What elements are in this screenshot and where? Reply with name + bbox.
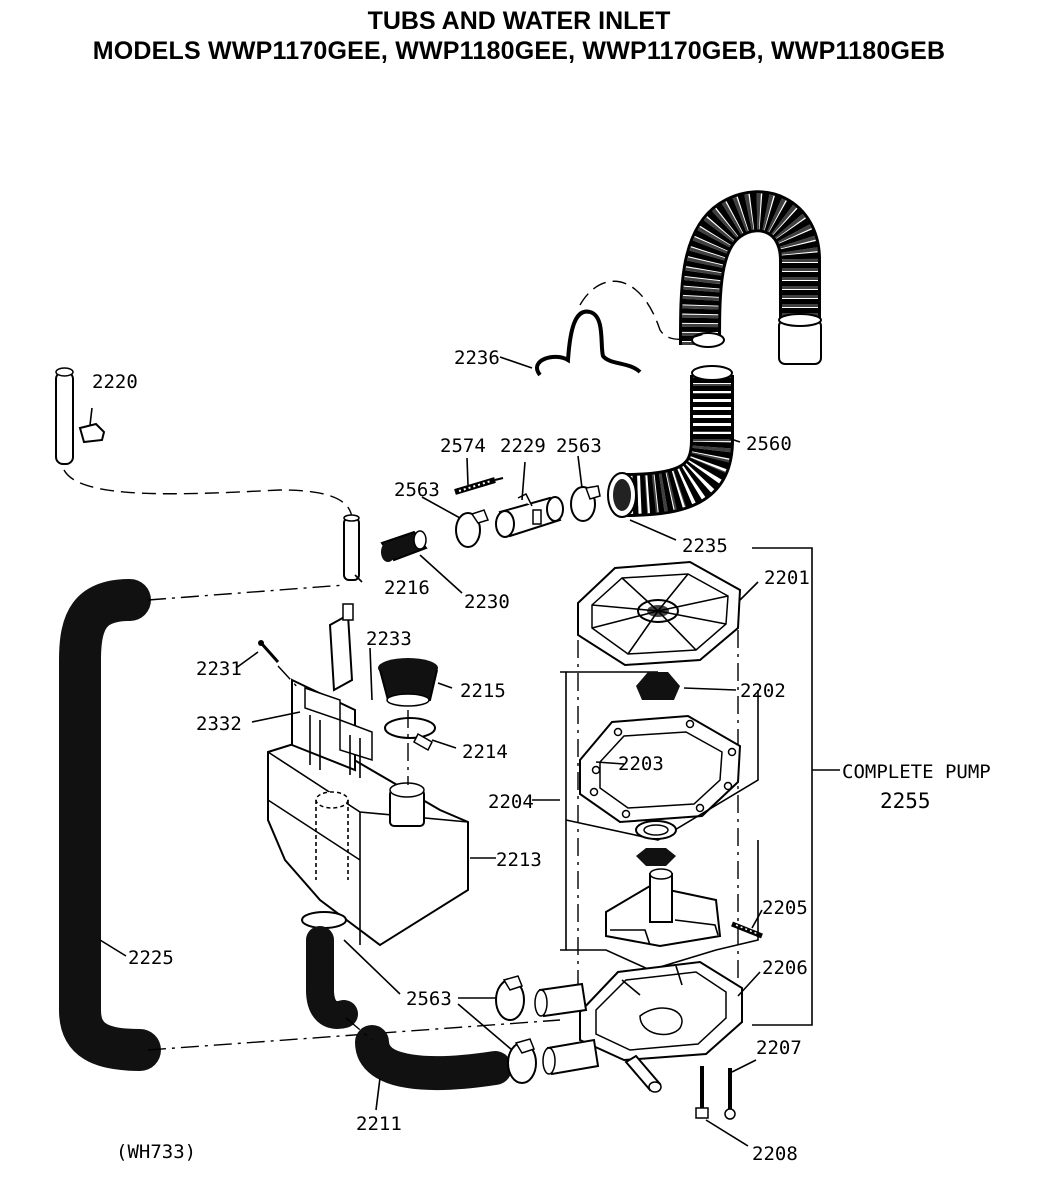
- screw-2231: [260, 643, 280, 663]
- callout-2230: 2230: [464, 591, 510, 613]
- hose-clamp-2563-lower-2: [507, 1038, 537, 1084]
- hose-clip-2236: [535, 309, 642, 377]
- hose-clamp-2563-upper-right: [570, 485, 601, 522]
- callout-2574: 2574: [440, 435, 486, 457]
- callout-2201: 2201: [764, 567, 810, 589]
- callout-2215: 2215: [460, 680, 506, 702]
- callout-2563-lower: 2563: [406, 988, 452, 1010]
- bracket-2233: [291, 603, 373, 778]
- callout-2225: 2225: [128, 947, 174, 969]
- pump-housing-2206: [534, 960, 743, 1093]
- gasket-2203: [579, 714, 742, 824]
- callout-2332: 2332: [196, 713, 242, 735]
- screw-2574: [454, 477, 504, 495]
- seal-2202: [636, 672, 680, 700]
- callout-2229: 2229: [500, 435, 546, 457]
- callout-2205: 2205: [762, 897, 808, 919]
- callout-2211: 2211: [356, 1113, 402, 1135]
- connector-2229: [495, 492, 564, 538]
- callout-2233: 2233: [366, 628, 412, 650]
- inlet-tube-2220: [55, 367, 106, 465]
- callout-2236: 2236: [454, 347, 500, 369]
- tube-2216: [343, 514, 360, 581]
- callout-2202: 2202: [740, 680, 786, 702]
- title-line-1: TUBS AND WATER INLET: [367, 7, 671, 35]
- drain-hose-2560: [607, 190, 822, 518]
- callout-2560: 2560: [746, 433, 792, 455]
- clamp-2214: [384, 717, 436, 752]
- callout-2204: 2204: [488, 791, 534, 813]
- pump-cover-2201: [577, 560, 742, 667]
- elbow-hose: [306, 926, 358, 1029]
- callout-2220: 2220: [92, 371, 138, 393]
- callout-2231: 2231: [196, 658, 242, 680]
- complete-pump-label: COMPLETE PUMP: [842, 761, 991, 783]
- callout-2563-left: 2563: [394, 479, 440, 501]
- cap-2215: [378, 658, 438, 707]
- callout-2207: 2207: [756, 1037, 802, 1059]
- hose-clamp-2563-upper-left: [455, 509, 490, 548]
- callout-2214: 2214: [462, 741, 508, 763]
- hose-2225: [59, 579, 161, 1071]
- title-line-2: MODELS WWP1170GEE, WWP1180GEE, WWP1170GE…: [92, 37, 946, 65]
- complete-pump-number: 2255: [880, 789, 931, 813]
- callout-2203: 2203: [618, 753, 664, 775]
- seal-washer: [636, 848, 676, 866]
- callout-2206: 2206: [762, 957, 808, 979]
- hose-clamp-2563-reservoir: [301, 911, 347, 929]
- callout-2563-right: 2563: [556, 435, 602, 457]
- hose-2211: [355, 1025, 512, 1091]
- diagram-title: TUBS AND WATER INLET MODELS WWP1170GEE, …: [0, 6, 1038, 66]
- callout-2208: 2208: [752, 1143, 798, 1165]
- impeller: [605, 868, 722, 948]
- hose-clamp-2563-lower-1: [495, 975, 525, 1021]
- reservoir-2213: [267, 738, 469, 947]
- connector-2230: [380, 530, 428, 562]
- callout-2213: 2213: [496, 849, 542, 871]
- callout-2216: 2216: [384, 577, 430, 599]
- diagram-code: (WH733): [116, 1141, 196, 1163]
- callout-2235: 2235: [682, 535, 728, 557]
